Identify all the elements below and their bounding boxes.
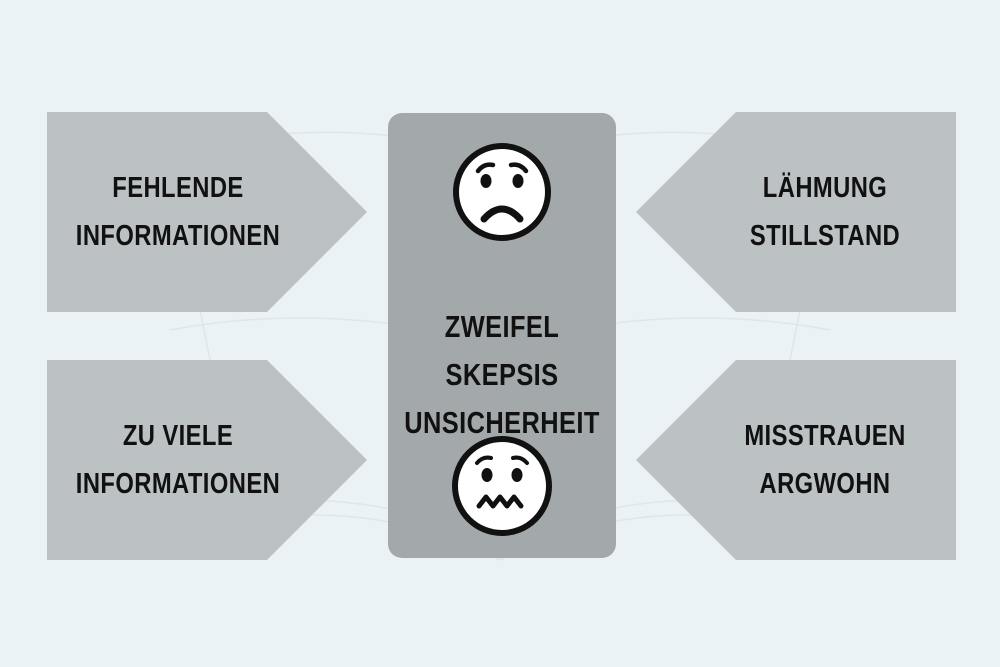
center-box-doubt: ZWEIFEL SKEPSIS UNSICHERHEIT xyxy=(388,113,616,558)
sad-face-icon xyxy=(453,143,551,241)
label-line-1: MISSTRAUEN xyxy=(744,420,906,452)
label-line-2: INFORMATIONEN xyxy=(75,220,281,252)
center-line-3: UNSICHERHEIT xyxy=(404,405,600,440)
center-line-2: SKEPSIS xyxy=(445,357,559,392)
label-line-2: STILLSTAND xyxy=(749,220,901,252)
label-line-1: ZU VIELE xyxy=(122,420,234,452)
center-label: ZWEIFEL SKEPSIS UNSICHERHEIT xyxy=(404,303,599,447)
arrow-label: MISSTRAUEN ARGWOHN xyxy=(718,360,933,560)
nervous-face-icon xyxy=(452,436,552,536)
center-line-1: ZWEIFEL xyxy=(444,309,560,344)
arrow-label: LÄHMUNG STILLSTAND xyxy=(718,112,933,312)
label-line-2: ARGWOHN xyxy=(759,468,891,500)
arrow-label: ZU VIELE INFORMATIONEN xyxy=(71,360,286,560)
label-line-1: LÄHMUNG xyxy=(762,172,888,204)
arrow-label: FEHLENDE INFORMATIONEN xyxy=(71,112,286,312)
label-line-1: FEHLENDE xyxy=(112,172,244,204)
label-line-2: INFORMATIONEN xyxy=(75,468,281,500)
